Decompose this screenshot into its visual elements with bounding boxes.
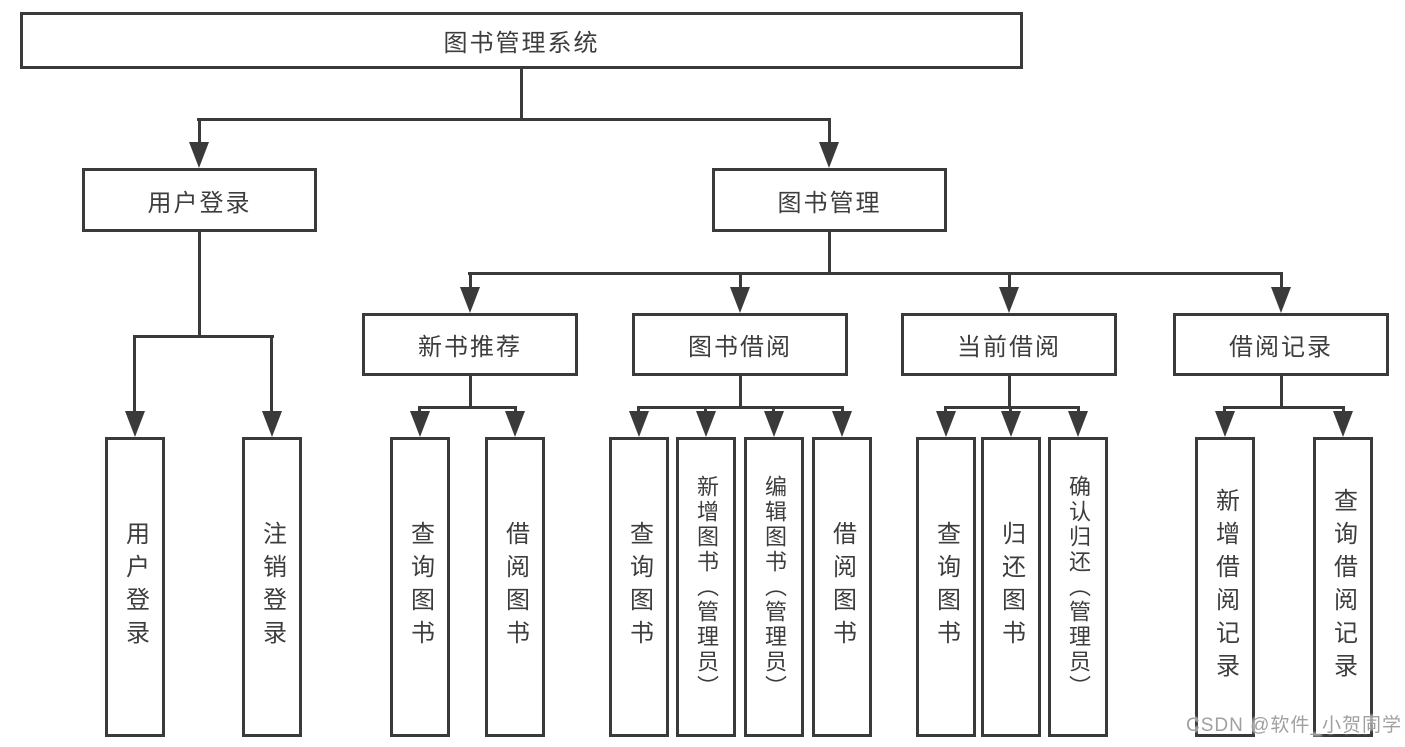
leaf-user-login: 用户登录	[105, 437, 165, 737]
node-root-library-system: 图书管理系统	[20, 12, 1023, 69]
connector-line	[418, 406, 517, 409]
arrow-down-icon	[730, 287, 750, 313]
leaf-label: 查询图书	[625, 521, 653, 653]
connector-line	[828, 232, 831, 272]
node-new-book-recommend: 新书推荐	[362, 313, 578, 376]
connector-line	[468, 272, 1282, 275]
connector-line	[1223, 406, 1345, 409]
arrow-down-icon	[1271, 287, 1291, 313]
connector-line	[1342, 406, 1345, 415]
arrow-down-icon	[1215, 411, 1235, 437]
leaf-add-borrow-record: 新增借阅记录	[1195, 437, 1255, 737]
connector-line	[828, 118, 831, 145]
node-current-borrowing: 当前借阅	[901, 313, 1117, 376]
arrow-down-icon	[819, 142, 839, 168]
csdn-watermark: CSDN @软件_小贺同学	[1186, 715, 1402, 736]
leaf-label: 查询图书	[932, 521, 960, 653]
leaf-query-books-borrowing: 查询图书	[609, 437, 669, 737]
connector-line	[469, 376, 472, 406]
connector-line	[1009, 406, 1012, 415]
leaf-label: 编辑图书（管理员）	[762, 474, 787, 700]
connector-line	[270, 335, 273, 415]
connector-line	[1280, 376, 1283, 406]
connector-line	[1008, 376, 1011, 406]
arrow-down-icon	[936, 411, 956, 437]
arrow-down-icon	[460, 287, 480, 313]
leaf-return-book: 归还图书	[981, 437, 1041, 737]
arrow-down-icon	[999, 287, 1019, 313]
leaf-label: 新增借阅记录	[1211, 488, 1239, 686]
leaf-label: 借阅图书	[828, 521, 856, 653]
arrow-down-icon	[410, 411, 430, 437]
connector-line	[772, 406, 775, 415]
arrow-down-icon	[262, 411, 282, 437]
connector-line	[841, 406, 844, 415]
leaf-query-borrow-record: 查询借阅记录	[1313, 437, 1373, 737]
node-user-login: 用户登录	[82, 168, 317, 232]
arrow-down-icon	[125, 411, 145, 437]
connector-line	[637, 406, 640, 415]
leaf-logout: 注销登录	[242, 437, 302, 737]
connector-line	[469, 272, 472, 290]
connector-line	[514, 406, 517, 415]
connector-line	[133, 335, 136, 415]
arrow-down-icon	[1001, 411, 1021, 437]
connector-line	[944, 406, 1080, 409]
connector-line	[637, 406, 844, 409]
leaf-label: 查询借阅记录	[1329, 488, 1357, 686]
leaf-label: 注销登录	[258, 521, 286, 653]
leaf-label: 用户登录	[121, 521, 149, 653]
connector-line	[739, 376, 742, 406]
leaf-label: 借阅图书	[501, 521, 529, 653]
leaf-edit-book-admin: 编辑图书（管理员）	[744, 437, 804, 737]
connector-line	[1223, 406, 1226, 415]
connector-line	[1008, 272, 1011, 290]
node-book-management: 图书管理	[712, 168, 947, 232]
arrow-down-icon	[764, 411, 784, 437]
arrow-down-icon	[189, 142, 209, 168]
leaf-confirm-return-admin: 确认归还（管理员）	[1048, 437, 1108, 737]
connector-line	[739, 272, 742, 290]
connector-line	[133, 335, 274, 338]
leaf-borrow-books: 借阅图书	[812, 437, 872, 737]
connector-line	[520, 69, 523, 118]
connector-line	[704, 406, 707, 415]
arrow-down-icon	[832, 411, 852, 437]
arrow-down-icon	[505, 411, 525, 437]
leaf-query-books-current: 查询图书	[916, 437, 976, 737]
arrow-down-icon	[696, 411, 716, 437]
leaf-add-book-admin: 新增图书（管理员）	[676, 437, 736, 737]
connector-line	[197, 118, 831, 121]
leaf-label: 查询图书	[406, 521, 434, 653]
node-book-borrowing: 图书借阅	[632, 313, 848, 376]
connector-line	[1280, 272, 1283, 290]
leaf-query-books-recommend: 查询图书	[390, 437, 450, 737]
arrow-down-icon	[1068, 411, 1088, 437]
arrow-down-icon	[629, 411, 649, 437]
leaf-borrow-books-recommend: 借阅图书	[485, 437, 545, 737]
connector-line	[1077, 406, 1080, 415]
connector-line	[944, 406, 947, 415]
leaf-label: 确认归还（管理员）	[1066, 474, 1091, 700]
connector-line	[198, 118, 201, 145]
leaf-label: 归还图书	[997, 521, 1025, 653]
connector-line	[418, 406, 421, 415]
connector-line	[198, 232, 201, 335]
leaf-label: 新增图书（管理员）	[694, 474, 719, 700]
node-borrowing-records: 借阅记录	[1173, 313, 1389, 376]
arrow-down-icon	[1333, 411, 1353, 437]
